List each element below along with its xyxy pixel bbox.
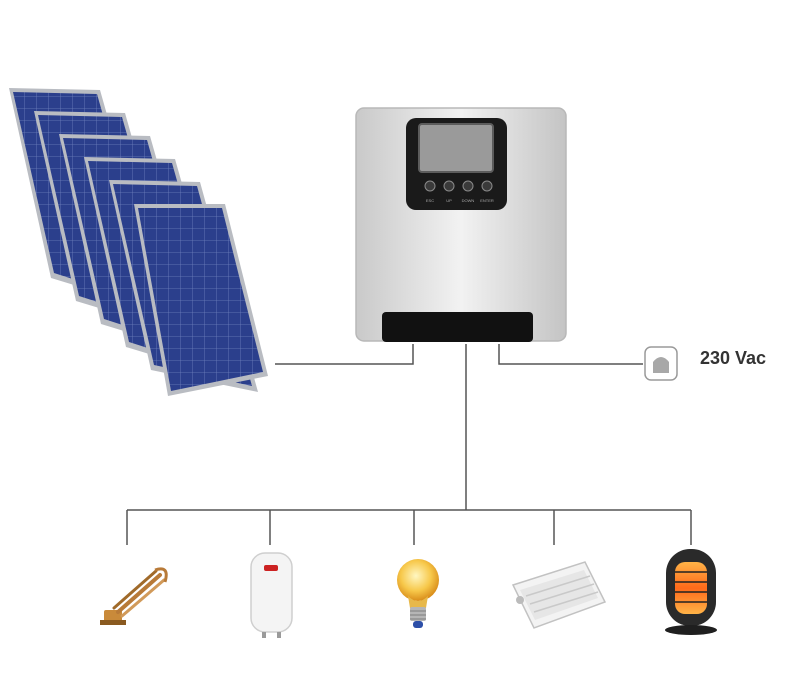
water-boiler-icon xyxy=(250,552,293,638)
wiring xyxy=(126,344,692,545)
up-button[interactable] xyxy=(443,180,455,192)
down-button[interactable] xyxy=(462,180,474,192)
grid-socket-icon xyxy=(644,346,678,381)
grid-wire xyxy=(498,344,643,365)
lcd-screen xyxy=(418,123,494,173)
enter-button-label: ENTER xyxy=(480,198,494,203)
grid-voltage-label: 230 Vac xyxy=(700,348,767,368)
esc-button[interactable] xyxy=(424,180,436,192)
solar-panel-array xyxy=(9,88,268,396)
solar-panel-6 xyxy=(134,204,268,396)
down-button-label: DOWN xyxy=(462,198,475,203)
terminal-strip xyxy=(382,312,533,342)
light-bulb-icon xyxy=(397,559,439,628)
pv-input-wire xyxy=(275,344,414,365)
up-button-label: UP xyxy=(446,198,452,203)
immersion-heater-icon xyxy=(100,567,168,625)
enter-button[interactable] xyxy=(481,180,493,192)
esc-button-label: ESC xyxy=(426,198,434,203)
charge-controller: ESC UP DOWN ENTER xyxy=(355,107,567,342)
halogen-heater-icon xyxy=(665,549,717,635)
convector-heater-icon xyxy=(511,561,607,629)
